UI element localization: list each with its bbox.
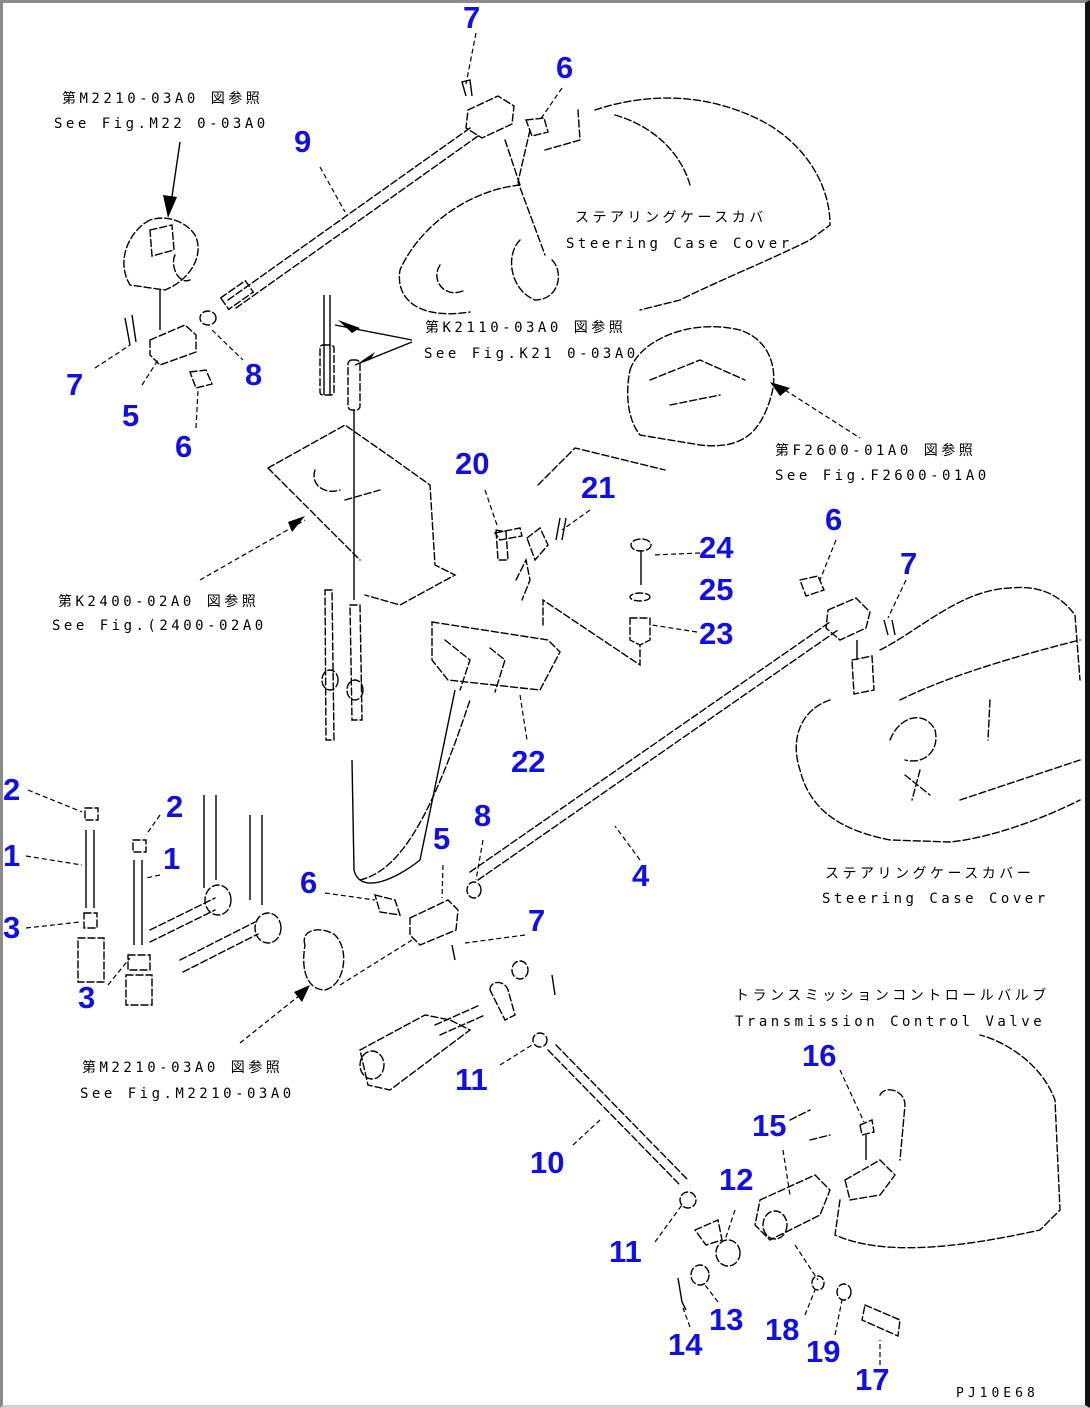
leaders-right (614, 539, 907, 861)
bracket-assembly-22 (431, 447, 666, 693)
callout-4: 4 (632, 858, 650, 893)
callout-17: 17 (855, 1362, 889, 1397)
callout-21: 21 (581, 470, 615, 505)
svg-text:Steering Case Cover: Steering Case Cover (566, 236, 793, 252)
callout-25: 25 (699, 572, 733, 607)
svg-text:第M2210-03A0 図参照: 第M2210-03A0 図参照 (82, 1059, 283, 1076)
callout-10: 10 (530, 1145, 564, 1180)
callout-5: 5 (433, 821, 450, 856)
callout-18: 18 (765, 1312, 799, 1347)
reference-transmission-valve: トランスミッションコントロールバルブ Transmission Control … (735, 987, 1050, 1030)
callout-20: 20 (455, 446, 489, 481)
callout-23: 23 (699, 616, 733, 651)
rod-assembly-top (219, 79, 549, 311)
reference-k2400: 第K2400-02A0 図参照 See Fig.(2400-02A0 (52, 593, 267, 634)
svg-text:See Fig.K21 0-03A0: See Fig.K21 0-03A0 (424, 346, 639, 362)
svg-text:Transmission Control Valve: Transmission Control Valve (735, 1014, 1045, 1030)
callout-24: 24 (699, 530, 734, 565)
arrow-icon (288, 516, 305, 532)
transmission-control-valve (677, 1034, 1061, 1338)
svg-text:See Fig.F2600-01A0: See Fig.F2600-01A0 (775, 468, 990, 484)
document-id: PJ10E68 (956, 1386, 1039, 1401)
svg-text:第K2400-02A0 図参照: 第K2400-02A0 図参照 (58, 593, 259, 610)
callout-14: 14 (668, 1327, 703, 1362)
reference-k2110: 第K2110-03A0 図参照 See Fig.K21 0-03A0 (424, 319, 639, 362)
callout-3: 3 (78, 980, 95, 1015)
callouts: 7 6 9 7 8 5 6 20 21 24 25 23 22 6 7 2 1 … (3, 0, 917, 1397)
callout-16: 16 (802, 1038, 836, 1073)
callout-11: 11 (455, 1062, 488, 1097)
component-f2600 (627, 326, 861, 447)
svg-text:See Fig.M2210-03A0: See Fig.M2210-03A0 (80, 1086, 295, 1102)
steering-case-cover-right (795, 586, 1081, 843)
leaders-top-left (94, 32, 563, 429)
clevis-assembly-lower (324, 839, 526, 961)
arrow-icon (770, 382, 790, 396)
callout-9: 9 (294, 124, 311, 159)
clevis-top (465, 95, 515, 139)
leaders-center (484, 489, 701, 741)
arrow-icon (163, 195, 177, 218)
leaders-lower-left (25, 789, 161, 986)
reference-labels: 第M2210-03A0 図参照 See Fig.M22 0-03A0 ステアリン… (52, 90, 1050, 1102)
reference-m2210-bottom: 第M2210-03A0 図参照 See Fig.M2210-03A0 (80, 1059, 295, 1102)
svg-text:See Fig.(2400-02A0: See Fig.(2400-02A0 (52, 618, 267, 634)
svg-text:ステアリングケースカバ: ステアリングケースカバ (575, 210, 767, 226)
callout-8: 8 (474, 798, 491, 833)
callout-2: 2 (166, 789, 183, 824)
arrow-icon (360, 352, 375, 362)
svg-text:See Fig.M22 0-03A0: See Fig.M22 0-03A0 (54, 116, 269, 132)
lever-arm (504, 129, 546, 256)
arrow-icon (294, 985, 310, 1002)
callout-6: 6 (300, 865, 317, 900)
reference-steering-case-right: ステアリングケースカバー Steering Case Cover (822, 866, 1049, 907)
rod-assembly-10 (359, 960, 697, 1209)
reference-steering-case-top: ステアリングケースカバ Steering Case Cover (566, 210, 793, 252)
fork-bracket-left-top (123, 141, 217, 389)
reference-m2210-top: 第M2210-03A0 図参照 See Fig.M22 0-03A0 (54, 90, 269, 132)
rod-assembly-lower (469, 575, 896, 881)
callout-13: 13 (709, 1302, 743, 1337)
arrow-icon (338, 320, 360, 333)
svg-text:Steering Case Cover: Steering Case Cover (822, 891, 1049, 907)
svg-text:第M2210-03A0 図参照: 第M2210-03A0 図参照 (62, 90, 263, 107)
callout-19: 19 (806, 1334, 840, 1369)
svg-text:第K2110-03A0 図参照: 第K2110-03A0 図参照 (425, 319, 626, 336)
callout-11: 11 (609, 1234, 642, 1269)
svg-text:ステアリングケースカバー: ステアリングケースカバー (825, 866, 1034, 882)
callout-5: 5 (122, 398, 139, 433)
callout-2: 2 (3, 772, 20, 807)
reference-f2600: 第F2600-01A0 図参照 See Fig.F2600-01A0 (775, 442, 990, 484)
callout-7: 7 (66, 367, 83, 402)
callout-6: 6 (825, 502, 842, 537)
callout-7: 7 (463, 0, 480, 35)
callout-8: 8 (245, 357, 262, 392)
steering-case-cover-top (398, 97, 831, 315)
brake-cable-assembly (199, 295, 471, 884)
callout-6: 6 (556, 50, 573, 85)
lever-assembly-left (77, 795, 413, 1044)
callout-22: 22 (511, 744, 545, 779)
callout-3: 3 (3, 910, 20, 945)
rod-thread-end (219, 279, 255, 311)
cotter-pin-top (461, 79, 473, 97)
svg-text:第F2600-01A0 図参照: 第F2600-01A0 図参照 (775, 442, 976, 459)
callout-6: 6 (175, 429, 192, 464)
svg-text:トランスミッションコントロールバルブ: トランスミッションコントロールバルブ (735, 987, 1050, 1004)
callout-12: 12 (719, 1162, 753, 1197)
leaders-lower-right (654, 1069, 881, 1365)
callout-7: 7 (900, 546, 917, 581)
callout-1: 1 (3, 838, 20, 873)
callout-15: 15 (752, 1108, 786, 1143)
callout-1: 1 (163, 841, 180, 876)
callout-7: 7 (528, 903, 545, 938)
